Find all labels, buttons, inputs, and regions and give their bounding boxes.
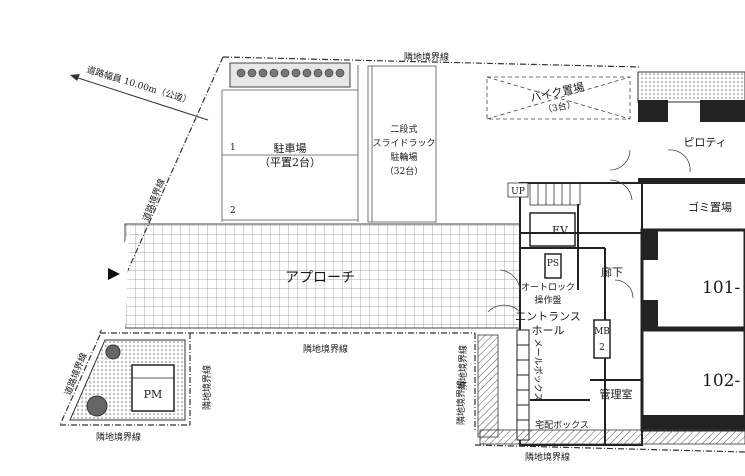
bicycle-label-4: （32台） <box>385 165 423 177</box>
unit-102-label: 102- <box>702 371 740 391</box>
ev-label: EV <box>552 224 569 237</box>
approach-label: アプローチ <box>285 270 355 286</box>
autolock-label-1: オートロック <box>521 282 575 293</box>
autolock-label-2: 操作盤 <box>534 294 561 306</box>
adjacent-boundary-vertical-1: 隣地境界線 <box>201 365 213 410</box>
bicycle-label-3: 駐輪場 <box>390 151 417 163</box>
entrance-label-1: エントランス <box>515 310 581 323</box>
entrance-marker-icon <box>108 268 120 280</box>
unit-blocks <box>640 228 745 432</box>
mailbox-label: メールボックス <box>532 339 543 402</box>
mb-box <box>593 319 611 359</box>
parking-number-1: 1 <box>230 143 236 153</box>
bike-parking-label: バイク置場 <box>529 81 585 105</box>
adjacent-boundary-bottom-right: 隣地境界線 <box>525 451 570 463</box>
building-top <box>637 71 745 184</box>
adjacent-boundary-top: 隣地境界線 <box>404 51 449 63</box>
bike-parking <box>486 76 631 120</box>
planter-strip <box>229 62 351 88</box>
doors <box>487 149 691 313</box>
adjacent-boundary-vertical-3: 隣地境界線 <box>457 345 469 390</box>
parking-sub-label: （平置2台） <box>259 155 321 169</box>
adjacent-boundary-vertical-2: 隣地境界線 <box>455 380 467 425</box>
approach-grid <box>124 223 521 329</box>
parking-label: 駐車場 <box>274 141 307 155</box>
garbage-label: ゴミ置場 <box>688 200 732 214</box>
pm-area <box>69 339 186 421</box>
bicycle-label-1: 二段式 <box>390 123 417 135</box>
corridor-label: 廊下 <box>601 265 623 279</box>
mb-label: MB <box>594 327 610 337</box>
delivery-label: 宅配ボックス <box>535 419 589 431</box>
adjacent-boundary-bottom-left: 隣地境界線 <box>96 431 141 443</box>
entrance-label-2: ホール <box>532 324 565 337</box>
bicycle-label-2: スライドラック <box>372 138 435 149</box>
mb-number-label: 2 <box>599 343 605 353</box>
up-label: UP <box>511 187 525 197</box>
site-boundary <box>59 56 745 453</box>
bicycle-area <box>367 65 437 223</box>
pm-label: PM <box>144 388 163 401</box>
elevator <box>529 212 576 279</box>
mailbox-column <box>516 329 530 441</box>
road-arrow <box>70 74 209 121</box>
lower-walkway <box>477 334 745 445</box>
stair <box>507 182 581 206</box>
unit-101-label: 101- <box>702 278 740 298</box>
piloti-label: ピロティ <box>683 136 726 149</box>
parking-area <box>221 65 359 222</box>
adjacent-boundary-mid: 隣地境界線 <box>303 343 348 355</box>
manager-room-label: 管理室 <box>600 387 633 401</box>
parking-number-2: 2 <box>230 206 236 216</box>
road-boundary-label: 道路境界線 <box>140 177 168 223</box>
ps-label: PS <box>547 259 559 269</box>
